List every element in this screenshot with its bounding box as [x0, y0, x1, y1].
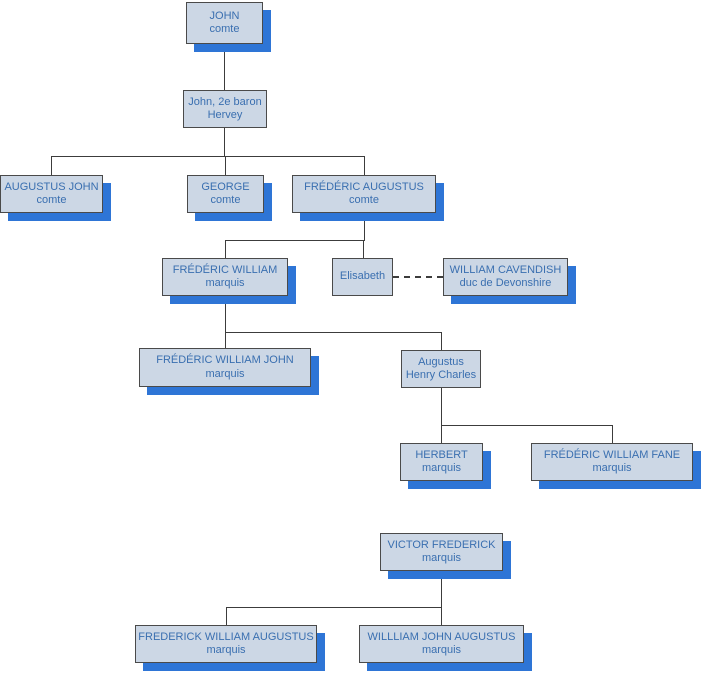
node-name-fredaug: FRÉDÉRIC AUGUSTUS — [304, 180, 424, 193]
connector-fredaug-stem — [364, 213, 365, 240]
connector-drop-fredaug — [364, 156, 365, 175]
node-title-fwaugustus: marquis — [206, 644, 246, 656]
connector-drop-fredwill — [225, 240, 226, 258]
connector-drop-elisabeth — [363, 240, 364, 258]
connector-drop-fwfane — [612, 425, 613, 443]
node-title-fredwill: marquis — [205, 277, 245, 289]
node-name-john: JOHN — [209, 9, 240, 22]
node-name-fwaugustus: FREDERICK WILLIAM AUGUSTUS — [138, 630, 314, 643]
connector-drop-george — [225, 156, 226, 175]
connector-drop-wjaugustus — [441, 607, 442, 625]
node-title-john2e: Hervey — [207, 109, 243, 121]
node-name-wjaugustus: WILLLIAM JOHN AUGUSTUS — [367, 630, 516, 643]
node-title-victorfred: marquis — [421, 552, 462, 564]
connector-john2e-stem — [224, 128, 225, 156]
node-name-john2e: John, 2e baron — [188, 95, 262, 108]
node-name-victorfred: VICTOR FREDERICK — [387, 538, 496, 551]
connector-victorfred-stem — [441, 571, 442, 607]
node-name-george: GEORGE — [201, 180, 250, 193]
node-elisabeth[interactable]: Elisabeth — [332, 258, 393, 296]
connector-marriage-elisabeth-cavendish — [393, 276, 443, 278]
node-title-augustusjohn: comte — [36, 194, 67, 206]
connector-drop-augusthc — [441, 332, 442, 350]
node-name-wmcavendish: WILLIAM CAVENDISH — [449, 263, 562, 276]
connector-fredwill-stem — [225, 296, 226, 332]
node-name-fredwill: FRÉDÉRIC WILLIAM — [172, 263, 278, 276]
node-title-george: comte — [210, 194, 241, 206]
node-title-wjaugustus: marquis — [421, 644, 462, 656]
connector-drop-herbert — [441, 425, 442, 443]
connector-gen2-bus — [51, 156, 365, 157]
node-title-fwjohn: marquis — [205, 367, 245, 380]
connector-gen7-bus — [226, 607, 442, 608]
node-name-fwjohn: FRÉDÉRIC WILLIAM JOHN — [156, 354, 294, 367]
node-title-augusthc: Henry Charles — [405, 369, 477, 381]
node-name-augustusjohn: AUGUSTUS JOHN — [4, 180, 99, 193]
connector-john-to-john2e — [224, 44, 225, 90]
node-title-fwfane: marquis — [592, 462, 632, 474]
node-title-wmcavendish: duc de Devonshire — [459, 277, 552, 289]
node-title-fredaug: comte — [349, 194, 379, 206]
node-name-augusthc: Augustus — [418, 355, 464, 368]
connector-gen5-bus — [441, 425, 613, 426]
node-name-herbert: HERBERT — [415, 448, 468, 461]
node-name-fwfane: FRÉDÉRIC WILLIAM FANE — [543, 448, 681, 461]
node-name-elisabeth: Elisabeth — [339, 270, 386, 283]
connector-gen3-bus — [225, 240, 365, 241]
connector-drop-fwaugustus — [226, 607, 227, 625]
connector-augusthc-stem — [441, 388, 442, 425]
connector-gen4-bus — [225, 332, 442, 333]
node-title-herbert: marquis — [421, 462, 462, 474]
connector-drop-augustusjohn — [51, 156, 52, 175]
connector-drop-fwjohn — [225, 332, 226, 348]
node-title-john: comte — [209, 23, 240, 35]
